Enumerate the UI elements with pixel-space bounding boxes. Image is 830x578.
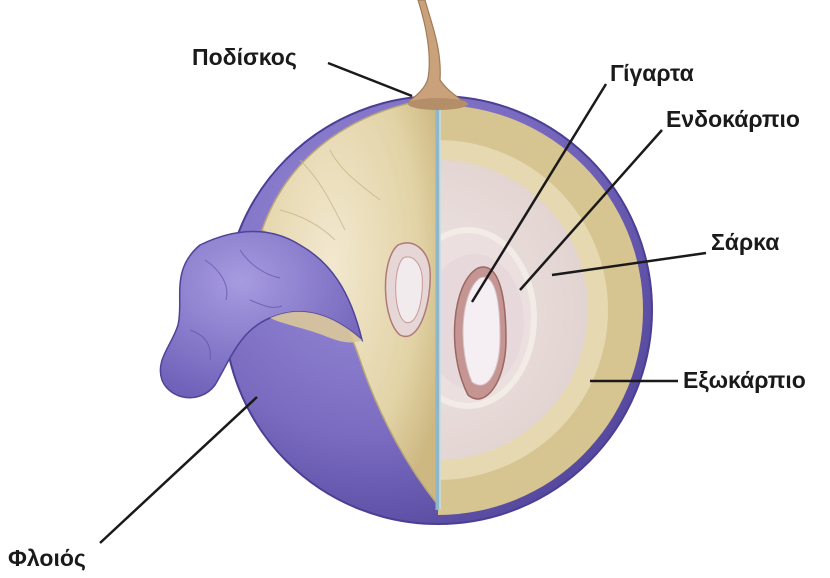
label-skin: Φλοιός xyxy=(8,547,86,570)
label-exocarp: Εξωκάρπιο xyxy=(683,369,806,392)
label-stalk: Ποδίσκος xyxy=(192,46,297,69)
label-flesh: Σάρκα xyxy=(711,231,779,254)
label-endocarp: Ενδοκάρπιο xyxy=(666,108,800,131)
leader-stalk xyxy=(328,63,412,96)
label-seed: Γίγαρτα xyxy=(610,62,694,85)
leader-skin xyxy=(100,397,257,543)
stalk xyxy=(408,0,468,110)
